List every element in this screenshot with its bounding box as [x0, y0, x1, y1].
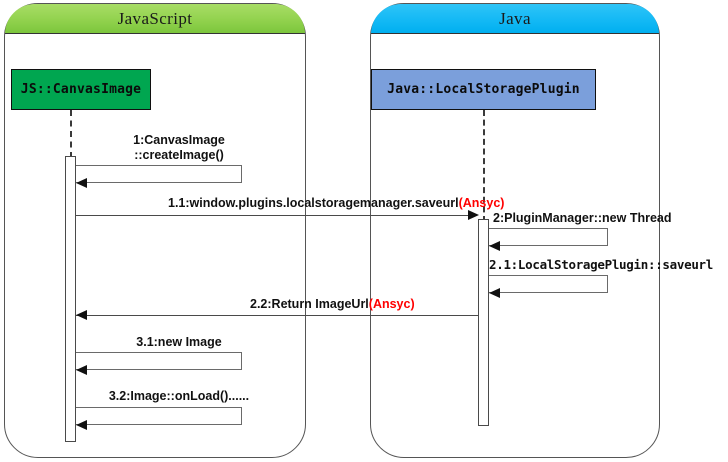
- participant-java-localstorageplugin-label: Java::LocalStoragePlugin: [387, 82, 580, 97]
- message-label-1-createimage-line1: 1:CanvasImage: [133, 133, 225, 147]
- lane-java-header: Java: [371, 4, 659, 34]
- message-line-1-1-saveurl: [76, 215, 471, 216]
- message-label-1-1-saveurl: 1.1:window.plugins.localstoragemanager.s…: [168, 196, 504, 211]
- activation-bar-java: [478, 219, 489, 426]
- participant-java-localstorageplugin[interactable]: Java::LocalStoragePlugin: [371, 69, 596, 110]
- message-label-2-2-return-imageurl-text: 2.2:Return ImageUrl: [250, 297, 369, 311]
- lane-java-title: Java: [499, 8, 531, 28]
- message-label-2-new-thread: 2:PluginManager::new Thread: [493, 211, 672, 225]
- message-label-2-1-saveurl: 2.1:LocalStoragePlugin::saveurl: [489, 257, 713, 272]
- arrow-head-1-1-saveurl: [468, 210, 479, 220]
- message-line-2-2-return-imageurl: [76, 315, 478, 316]
- message-label-1-1-saveurl-async-badge: (Ansyc): [458, 196, 505, 210]
- message-label-3-1-new-image: 3.1:new Image: [136, 335, 222, 349]
- arrow-head-2-2-return-imageurl: [76, 310, 87, 320]
- lane-java: Java: [370, 3, 660, 458]
- lane-javascript-header: JavaScript: [5, 4, 305, 34]
- message-label-2-2-return-imageurl: 2.2:Return ImageUrl(Ansyc): [250, 297, 415, 312]
- participant-js-canvasimage[interactable]: JS::CanvasImage: [11, 69, 151, 110]
- lane-javascript-title: JavaScript: [117, 8, 193, 28]
- self-call-loop-1-createimage: [76, 165, 242, 183]
- self-call-loop-3-2-onload: [76, 407, 242, 425]
- message-label-2-2-return-imageurl-async-badge: (Ansyc): [368, 297, 415, 311]
- arrow-head-2-new-thread: [489, 241, 500, 251]
- lifeline-java: [483, 110, 485, 222]
- arrow-head-1-createimage: [76, 178, 87, 188]
- arrow-head-2-1-saveurl: [489, 288, 500, 298]
- lifeline-javascript: [70, 110, 72, 158]
- self-call-loop-3-1-new-image: [76, 352, 242, 370]
- message-label-1-1-saveurl-text: 1.1:window.plugins.localstoragemanager.s…: [168, 196, 459, 210]
- arrow-head-3-1-new-image: [76, 365, 87, 375]
- message-label-3-2-onload: 3.2:Image::onLoad()......: [108, 389, 250, 403]
- arrow-head-3-2-onload: [76, 420, 87, 430]
- activation-bar-javascript: [65, 156, 76, 442]
- participant-js-canvasimage-label: JS::CanvasImage: [20, 82, 142, 97]
- message-label-1-createimage-line2: ::createImage(): [134, 148, 224, 162]
- self-call-loop-2-new-thread: [489, 228, 608, 246]
- self-call-loop-2-1-saveurl: [489, 275, 608, 293]
